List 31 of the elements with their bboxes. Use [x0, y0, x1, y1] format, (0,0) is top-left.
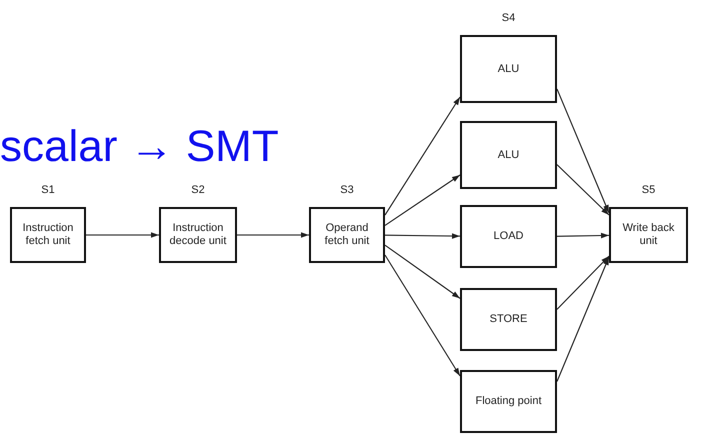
arrow	[86, 232, 159, 238]
arrow	[384, 244, 460, 299]
box-label: STORE	[488, 313, 528, 326]
process-box	[460, 288, 557, 351]
arrow	[385, 233, 460, 239]
process-box	[460, 121, 557, 189]
box-label: Operand fetch unit	[324, 222, 370, 248]
box-label: ALU	[496, 148, 520, 162]
stage-label: S1	[41, 184, 55, 196]
process-box	[460, 370, 557, 433]
arrow	[384, 174, 460, 226]
stage-label: S5	[642, 184, 656, 196]
stage-label: S3	[340, 184, 354, 196]
box-label: Instruction fetch unit	[22, 222, 74, 248]
arrow	[556, 256, 610, 382]
arrow	[556, 164, 610, 216]
arrow	[557, 232, 609, 238]
stage-label: S2	[191, 184, 205, 196]
arrow	[556, 88, 610, 214]
process-box	[460, 205, 557, 268]
arrow	[237, 232, 309, 238]
box-label: Write back unit	[622, 222, 676, 248]
arrow	[384, 96, 460, 216]
box-label: LOAD	[492, 230, 524, 243]
arrow	[384, 254, 460, 376]
title: scalar → SMT	[0, 122, 279, 172]
box-label: Instruction decode unit	[168, 222, 228, 248]
arrow	[556, 256, 610, 310]
stage-label: S4	[502, 12, 516, 24]
box-label: Floating point	[474, 395, 543, 408]
box-label: ALU	[496, 62, 520, 76]
